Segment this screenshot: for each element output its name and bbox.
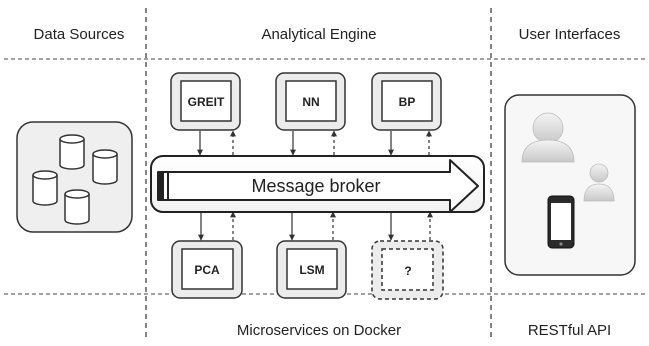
database-cylinder-icon	[32, 170, 58, 206]
service-nn[interactable]: NN	[275, 72, 346, 131]
service-label-pca: PCA	[194, 263, 220, 277]
broker-arrow	[157, 159, 479, 213]
service-pca[interactable]: PCA	[171, 240, 243, 299]
user-silhouette-icon	[583, 163, 615, 202]
column-title-user-interfaces: User Interfaces	[518, 26, 621, 43]
service-label-lsm: LSM	[299, 263, 324, 277]
smartphone-icon	[547, 195, 575, 249]
footer-api: RESTful API	[527, 322, 612, 339]
service-label-bp: BP	[399, 95, 416, 109]
service-label-greit: GREIT	[188, 95, 225, 109]
database-cylinder-icon	[92, 149, 118, 185]
broker-bar-thick	[158, 172, 164, 200]
service-lsm[interactable]: LSM	[276, 240, 347, 299]
service-label-nn: NN	[302, 95, 319, 109]
database-cylinder-icon	[64, 189, 90, 225]
service-label-unknown: ?	[404, 264, 411, 278]
database-cylinder-icon	[59, 134, 85, 170]
column-title-analytical-engine: Analytical Engine	[261, 26, 377, 43]
broker-bar-thin	[167, 172, 169, 200]
service-bp[interactable]: BP	[371, 72, 442, 131]
user-interfaces-panel	[504, 94, 636, 276]
service-greit[interactable]: GREIT	[170, 72, 241, 131]
column-title-data-sources: Data Sources	[33, 26, 125, 43]
service-unknown[interactable]: ?	[371, 240, 444, 300]
footer-microservices: Microservices on Docker	[236, 322, 402, 339]
broker-label: Message broker	[251, 176, 380, 196]
user-silhouette-icon	[521, 112, 575, 163]
